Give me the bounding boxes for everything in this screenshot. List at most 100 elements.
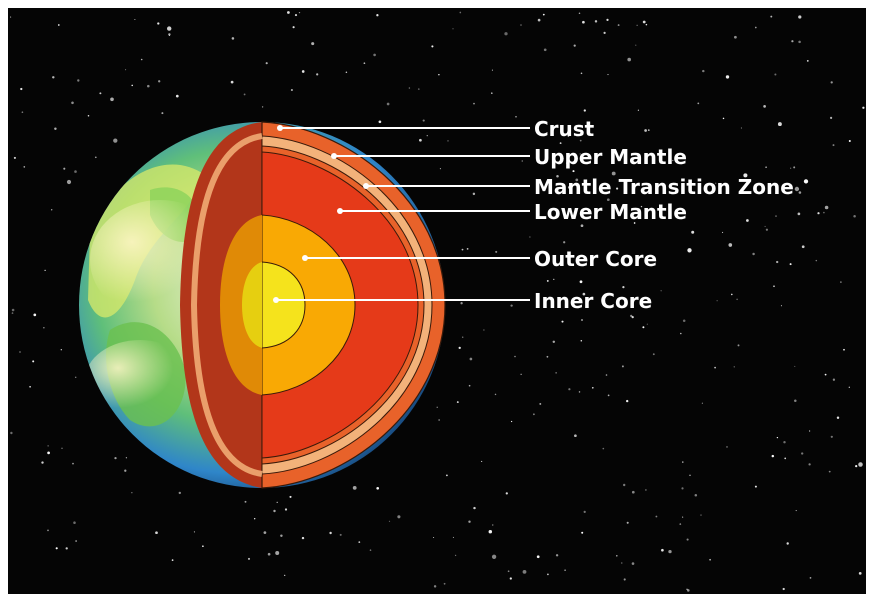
star [655, 515, 658, 518]
star [445, 474, 448, 477]
star [522, 570, 527, 574]
star [65, 547, 68, 550]
star [43, 327, 45, 329]
star [578, 12, 581, 14]
star [623, 483, 626, 487]
star [553, 278, 555, 281]
star [131, 84, 133, 87]
star [548, 296, 550, 298]
star [755, 190, 758, 194]
star [561, 320, 564, 323]
star [52, 76, 55, 79]
star [700, 514, 702, 516]
star [848, 386, 850, 388]
star [473, 102, 475, 105]
star [454, 554, 457, 557]
star [611, 171, 616, 176]
star [147, 84, 150, 88]
star [468, 384, 471, 387]
star [580, 339, 583, 342]
star [623, 578, 626, 581]
star [616, 555, 618, 557]
star [771, 454, 775, 458]
star [140, 58, 143, 61]
star [533, 413, 535, 416]
star [567, 135, 570, 137]
star [388, 520, 391, 522]
star [155, 531, 158, 535]
star [575, 178, 579, 182]
star [294, 14, 298, 17]
star [19, 351, 21, 353]
leader-dot-inner-core [273, 297, 279, 303]
star [728, 243, 733, 247]
star [636, 24, 638, 26]
star [175, 94, 179, 98]
star [578, 391, 581, 393]
star [345, 71, 348, 74]
star [289, 495, 292, 498]
layer-labels: Crust Upper Mantle Mantle Transition Zon… [534, 117, 794, 313]
star [731, 293, 733, 296]
star [794, 399, 797, 402]
star [743, 173, 748, 178]
star [358, 541, 361, 543]
star [74, 170, 77, 173]
star [280, 534, 283, 537]
star [736, 298, 738, 301]
star [376, 486, 380, 490]
star [168, 34, 170, 37]
star [702, 69, 705, 73]
leader-dot-upper-mantle [331, 153, 337, 159]
star [858, 462, 863, 467]
star [483, 329, 485, 331]
star [602, 447, 605, 450]
star [687, 589, 690, 592]
star [776, 260, 779, 264]
star [559, 142, 562, 145]
star [783, 440, 786, 444]
star [716, 300, 718, 302]
star [311, 42, 315, 46]
star [775, 215, 777, 217]
star [682, 461, 684, 463]
star [13, 156, 16, 159]
star [794, 365, 796, 367]
star [161, 112, 164, 115]
star [125, 457, 128, 459]
star [580, 72, 583, 75]
star [829, 116, 833, 120]
star [786, 542, 789, 545]
star [352, 486, 357, 490]
star [752, 252, 755, 256]
star [378, 120, 382, 124]
star [668, 549, 672, 554]
star [61, 447, 63, 450]
star [830, 435, 833, 438]
star [21, 111, 24, 114]
leader-dot-transition-zone [363, 183, 369, 189]
star [797, 212, 801, 216]
star [843, 348, 845, 351]
star [452, 536, 454, 538]
star [292, 26, 295, 29]
star [555, 554, 559, 557]
star [828, 470, 831, 473]
star [722, 231, 724, 233]
star [808, 430, 811, 432]
star [789, 263, 792, 266]
star [447, 140, 449, 142]
star [770, 15, 773, 18]
star [261, 106, 264, 108]
star [11, 312, 14, 314]
star [853, 214, 856, 218]
star [646, 323, 648, 325]
star [555, 372, 557, 374]
star [687, 248, 692, 253]
star [510, 420, 513, 423]
layer-inner-core [261, 261, 306, 349]
star [504, 32, 508, 36]
star [276, 501, 278, 504]
star [776, 436, 779, 439]
